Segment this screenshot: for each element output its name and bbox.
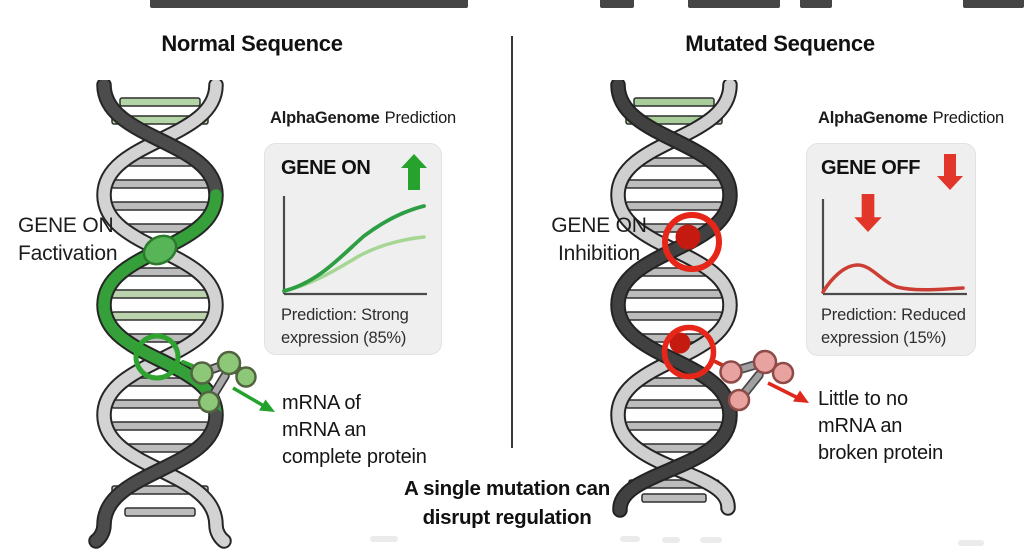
gene-state-line2: Inhibition [557, 242, 641, 265]
cropped-text-remnant [963, 0, 1024, 8]
dna-strand-light [610, 80, 738, 516]
mrna-arrow-icon [232, 386, 275, 412]
prediction-word: Prediction [932, 109, 1005, 127]
mutation-marker-icon [661, 324, 717, 380]
prediction-card-mutated: GENE OFF Prediction: Reduced expression … [806, 143, 976, 356]
alphagenome-brand: AlphaGenome [270, 109, 380, 127]
dna-helix-mutated [610, 80, 809, 518]
alphagenome-brand: AlphaGenome [818, 109, 928, 127]
gene-state-line1: GENE ON [18, 214, 114, 237]
prediction-card-normal: GENE ON Prediction: Strong expression (8… [264, 143, 442, 355]
result-line1: Little to no [818, 388, 908, 410]
dna-strand-light [96, 80, 232, 549]
down-arrow-icon [937, 154, 963, 190]
shadow-smudge [958, 540, 984, 546]
gene-on-status: GENE ON [281, 157, 371, 179]
mutation-marker-icon [662, 212, 722, 272]
broken-mrna-molecule-icon [719, 349, 795, 412]
mrna-molecule-icon [190, 350, 257, 414]
result-line1: mRNA of [282, 392, 361, 414]
activation-node-icon [142, 234, 178, 266]
mrna-arrow-icon [767, 381, 809, 403]
result-line2: mRNA an [282, 419, 367, 441]
up-arrow-icon [401, 154, 427, 190]
gene-state-line2: Factivation [18, 242, 118, 265]
cropped-text-remnant [600, 0, 634, 8]
prediction-caption-mutated: Prediction: Reduced expression (15%) [821, 304, 966, 349]
shadow-smudge [620, 536, 640, 542]
footer-line1: A single mutation can [404, 477, 610, 500]
down-arrow-icon [854, 194, 882, 232]
mutated-sequence-title: Mutated Sequence [685, 31, 875, 56]
mrna-result-text-mutated: Little to no mRNA an broken protein [818, 386, 943, 467]
normal-sequence-title: Normal Sequence [161, 31, 343, 56]
caption-line1: Prediction: Reduced [821, 306, 966, 324]
shadow-smudge [662, 537, 680, 543]
gene-state-line1: GENE ON [551, 214, 647, 237]
footer-line2: disrupt regulation [422, 506, 592, 529]
gene-state-label-mutated: GENE ON Inhibition [545, 212, 653, 268]
caption-line1: Prediction: Strong [281, 306, 409, 324]
cropped-text-remnant [150, 0, 468, 8]
gene-off-status: GENE OFF [821, 157, 921, 179]
caption-line2: expression (85%) [281, 328, 407, 347]
prediction-word: Prediction [384, 109, 457, 127]
gene-state-label-normal: GENE ON Factivation [18, 212, 118, 268]
result-line3: complete protein [282, 446, 427, 468]
footer-caption: A single mutation can disrupt regulation [337, 474, 677, 532]
shadow-smudge [700, 537, 722, 543]
dna-strand-dark [610, 80, 738, 518]
activation-ring-icon [133, 333, 181, 381]
dna-helix-normal [88, 80, 275, 549]
center-divider [511, 36, 513, 448]
caption-line2: expression (15%) [821, 328, 947, 347]
cropped-text-remnant [800, 0, 832, 8]
expression-chart-mutated [821, 199, 967, 296]
mrna-result-text-normal: mRNA of mRNA an complete protein [282, 390, 427, 471]
cropped-text-remnant [688, 0, 780, 8]
result-line2: mRNA an [818, 415, 903, 437]
prediction-caption-normal: Prediction: Strong expression (85%) [281, 304, 409, 349]
result-line3: broken protein [818, 442, 944, 464]
expression-chart-normal [282, 196, 427, 296]
shadow-smudge [370, 536, 398, 542]
